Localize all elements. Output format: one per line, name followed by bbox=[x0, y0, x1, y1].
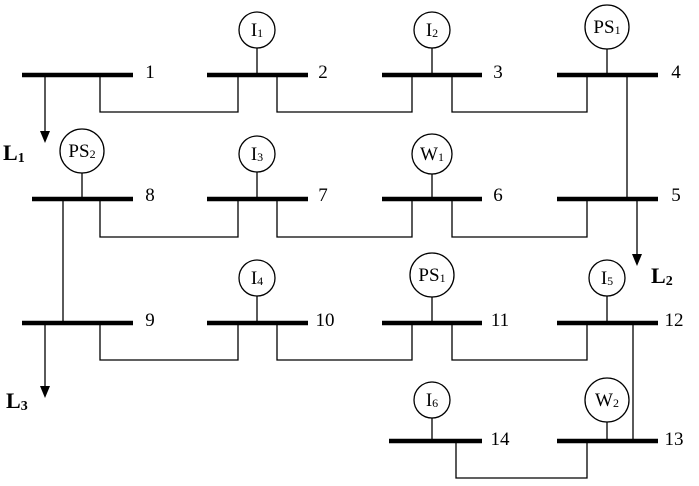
load-label: L3 bbox=[6, 388, 28, 414]
bus-number-label: 7 bbox=[318, 185, 328, 206]
bus-number-label: 12 bbox=[665, 310, 684, 331]
generator-label: PS2 bbox=[68, 141, 95, 162]
bus-number-label: 8 bbox=[145, 185, 155, 206]
generator-label: I6 bbox=[426, 390, 438, 411]
bus-3: 3 bbox=[382, 62, 503, 83]
gen-i5: I5 bbox=[588, 259, 626, 323]
generator-circle-icon bbox=[238, 259, 276, 297]
generator-label: W1 bbox=[420, 144, 444, 165]
generator-label: I2 bbox=[426, 20, 438, 41]
load-l1: L1 bbox=[3, 75, 50, 166]
bus-8: 8 bbox=[32, 185, 155, 206]
bus-10: 10 bbox=[207, 310, 335, 331]
generator-label: I3 bbox=[251, 144, 263, 165]
gen-ps1-a: PS1 bbox=[584, 4, 630, 75]
line-1-2 bbox=[99, 75, 239, 113]
generator-label: PS1 bbox=[418, 265, 445, 286]
bus-5: 5 bbox=[557, 185, 681, 206]
bus-number-label: 11 bbox=[491, 310, 509, 331]
generator-circle-icon bbox=[413, 11, 451, 49]
arrow-head-icon bbox=[632, 254, 642, 266]
gen-ps1-b: PS1 bbox=[409, 252, 455, 323]
line-3-4 bbox=[451, 75, 588, 113]
line-7-8 bbox=[99, 199, 239, 238]
bus-6: 6 bbox=[382, 185, 503, 206]
line-9-10 bbox=[99, 323, 239, 361]
gen-i1: I1 bbox=[238, 11, 276, 75]
bus-11: 11 bbox=[382, 310, 509, 331]
bus-number-label: 9 bbox=[145, 310, 155, 331]
load-l2: L2 bbox=[632, 199, 673, 289]
line-11-12 bbox=[451, 323, 588, 361]
load-l3: L3 bbox=[6, 323, 50, 414]
generator-label: I1 bbox=[251, 20, 263, 41]
generator-circle-icon bbox=[238, 11, 276, 49]
gen-w2: W2 bbox=[584, 377, 630, 441]
bus-number-label: 4 bbox=[671, 62, 681, 83]
gen-i6: I6 bbox=[413, 381, 451, 441]
gen-w1: W1 bbox=[411, 133, 453, 199]
bus-4: 4 bbox=[557, 62, 681, 83]
bus-number-label: 5 bbox=[671, 185, 681, 206]
line-6-7 bbox=[276, 199, 413, 238]
bus-14: 14 bbox=[389, 429, 510, 450]
bus-7: 7 bbox=[207, 185, 328, 206]
bus-12: 12 bbox=[557, 310, 684, 331]
arrow-head-icon bbox=[40, 131, 50, 143]
generator-circle-icon bbox=[413, 381, 451, 419]
gen-ps2: PS2 bbox=[59, 128, 105, 199]
gen-i2: I2 bbox=[413, 11, 451, 75]
generator-circle-icon bbox=[409, 252, 455, 298]
arrow-head-icon bbox=[40, 386, 50, 398]
bus-number-label: 3 bbox=[493, 62, 503, 83]
generator-circle-icon bbox=[588, 259, 626, 297]
generator-circle-icon bbox=[59, 128, 105, 174]
transmission-lines bbox=[62, 75, 634, 479]
bus-2: 2 bbox=[207, 62, 328, 83]
generator-label: I5 bbox=[601, 268, 613, 289]
bus-number-label: 14 bbox=[491, 429, 511, 450]
generator-label: PS1 bbox=[593, 17, 620, 38]
line-2-3 bbox=[276, 75, 413, 113]
bus-13: 13 bbox=[557, 429, 684, 450]
generator-label: W2 bbox=[595, 390, 619, 411]
bus-number-label: 1 bbox=[145, 62, 155, 83]
load-label: L2 bbox=[651, 263, 673, 289]
bus-number-label: 6 bbox=[493, 185, 503, 206]
bus-number-label: 13 bbox=[665, 429, 684, 450]
gen-i4: I4 bbox=[238, 259, 276, 323]
generator-circle-icon bbox=[584, 4, 630, 50]
generator-circle-icon bbox=[584, 377, 630, 423]
line-10-11 bbox=[276, 323, 413, 361]
gen-i3: I3 bbox=[238, 135, 276, 199]
bus-9: 9 bbox=[22, 310, 155, 331]
line-13-14 bbox=[455, 441, 588, 479]
bus-1: 1 bbox=[22, 62, 155, 83]
generator-label: I4 bbox=[251, 268, 263, 289]
load-label: L1 bbox=[3, 140, 25, 166]
bus-number-label: 10 bbox=[316, 310, 335, 331]
generator-circle-icon bbox=[411, 133, 453, 175]
generator-circle-icon bbox=[238, 135, 276, 173]
bus-number-label: 2 bbox=[318, 62, 328, 83]
line-5-6 bbox=[451, 199, 588, 238]
